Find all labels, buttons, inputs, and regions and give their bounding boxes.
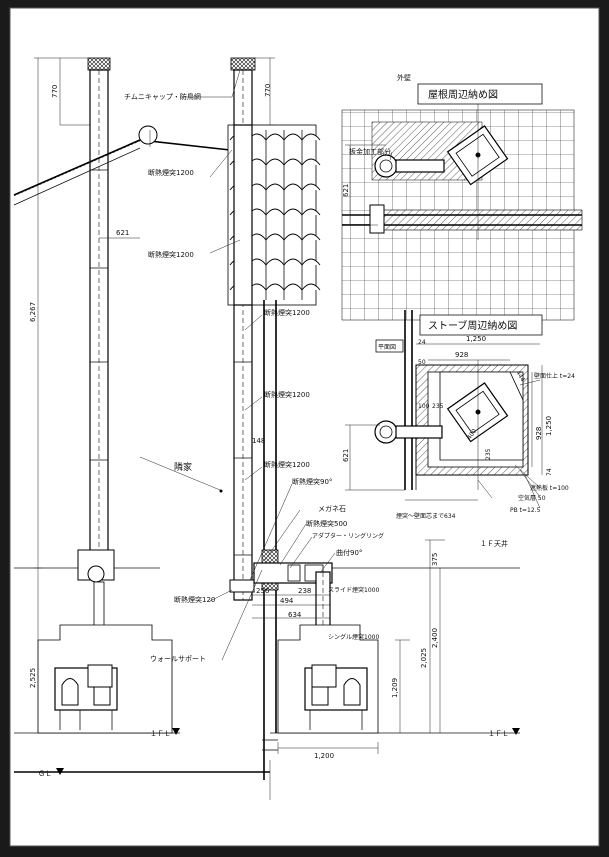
dim-444: 444 — [514, 370, 526, 384]
air-layer-label: 空気層 50 — [518, 494, 546, 502]
roof-detail — [341, 83, 583, 321]
dim-928-horizontal: 928 — [455, 351, 468, 359]
tee-90-label: 曲付90° — [336, 548, 362, 557]
dim-494: 494 — [280, 597, 294, 605]
dim-50: 50 — [418, 359, 426, 366]
plan-view-box — [375, 339, 404, 353]
center-dimensions — [252, 57, 445, 754]
chimney-cap-label: チムニキャップ・防鳥網 — [124, 92, 201, 101]
single-pipe-label: シングル煙突1000 — [328, 633, 379, 641]
dim-1250-vertical: 1,250 — [545, 416, 553, 436]
floor-1f-label: １ＦＬ — [150, 730, 171, 738]
stove-detail — [345, 310, 543, 501]
dim-928-vertical: 928 — [535, 427, 543, 440]
dim-74: 74 — [546, 468, 553, 476]
dim-621-stove: 621 — [342, 449, 350, 462]
insulated-pipe-120-label: 断熱煙突120 — [174, 595, 215, 604]
dim-2525: 2,525 — [29, 668, 37, 688]
dim-1200: 1,200 — [314, 752, 334, 760]
insulated-pipe-label-1: 断熱煙突1200 — [148, 168, 194, 177]
heat-board-label: 遮熱板 t=100 — [530, 484, 569, 492]
left-dimensions — [34, 57, 140, 733]
neighbor-label: 隣家 — [174, 461, 192, 473]
adapter-ring-label: アダプター・リングリング — [312, 532, 384, 540]
distance-note-label: 煙突～壁面芯まで634 — [396, 512, 456, 520]
dim-770-mid: 770 — [264, 84, 272, 97]
floor-1f-right-label: １ＦＬ — [488, 730, 509, 738]
insulated-pipe-500-label: 断熱煙突500 — [306, 519, 347, 528]
pb-label: PB t=12.5 — [510, 507, 541, 514]
insulated-elbow-label: 断熱煙突90° — [292, 477, 332, 486]
insulated-pipe-label-2: 断熱煙突1200 — [148, 250, 194, 259]
dim-256: 256 — [256, 587, 270, 595]
plan-view-label: 平面図 — [378, 344, 396, 351]
dim-1250-horizontal: 1,250 — [466, 335, 486, 343]
meganeishi-label: メガネ石 — [318, 504, 346, 513]
leader-lines — [139, 69, 541, 661]
stove-detail-title: ストーブ周辺納め図 — [428, 319, 517, 332]
dim-238: 238 — [298, 587, 311, 595]
slide-pipe-label: スライド煙突1000 — [328, 586, 379, 594]
wall-finish-label: 壁面仕上 t=24 — [534, 372, 575, 380]
dim-621-roof: 621 — [342, 184, 350, 197]
roof-detail-title: 屋根周辺納め図 — [428, 88, 498, 101]
dim-1209: 1,209 — [391, 678, 399, 698]
dim-148: 148 — [252, 437, 265, 445]
left-stove — [37, 624, 173, 734]
insulated-pipe-label-5: 断熱煙突1200 — [264, 460, 310, 469]
dim-100: 100 — [418, 403, 430, 410]
dim-235-a: 235 — [432, 403, 444, 410]
outer-wall-label: 外壁 — [397, 73, 411, 82]
wall-support-label: ウォールサポート — [150, 655, 206, 663]
ceiling-1f-label: １Ｆ天井 — [480, 539, 508, 548]
dim-375: 375 — [431, 553, 439, 566]
dim-634: 634 — [288, 611, 302, 619]
dim-2400: 2,400 — [431, 628, 439, 648]
roof-detail-title-box — [417, 83, 543, 105]
insulated-pipe-label-4: 断熱煙突1200 — [264, 390, 310, 399]
dim-2025: 2,025 — [420, 648, 428, 668]
right-stove — [277, 624, 379, 734]
dim-24: 24 — [418, 339, 426, 346]
dim-235-b: 235 — [485, 448, 492, 460]
roof-tiles — [227, 124, 321, 306]
dim-770-left: 770 — [51, 85, 59, 98]
dim-621-horizontal: 621 — [116, 229, 129, 237]
level-triangle-icon — [56, 728, 520, 775]
gl-label: ＧＬ — [38, 770, 52, 778]
insulated-pipe-label-3: 断熱煙突1200 — [264, 308, 310, 317]
flashing-label: 板金加工部分 — [349, 147, 391, 156]
stove-detail-title-box — [419, 314, 543, 336]
dim-6267: 6,267 — [29, 302, 37, 322]
